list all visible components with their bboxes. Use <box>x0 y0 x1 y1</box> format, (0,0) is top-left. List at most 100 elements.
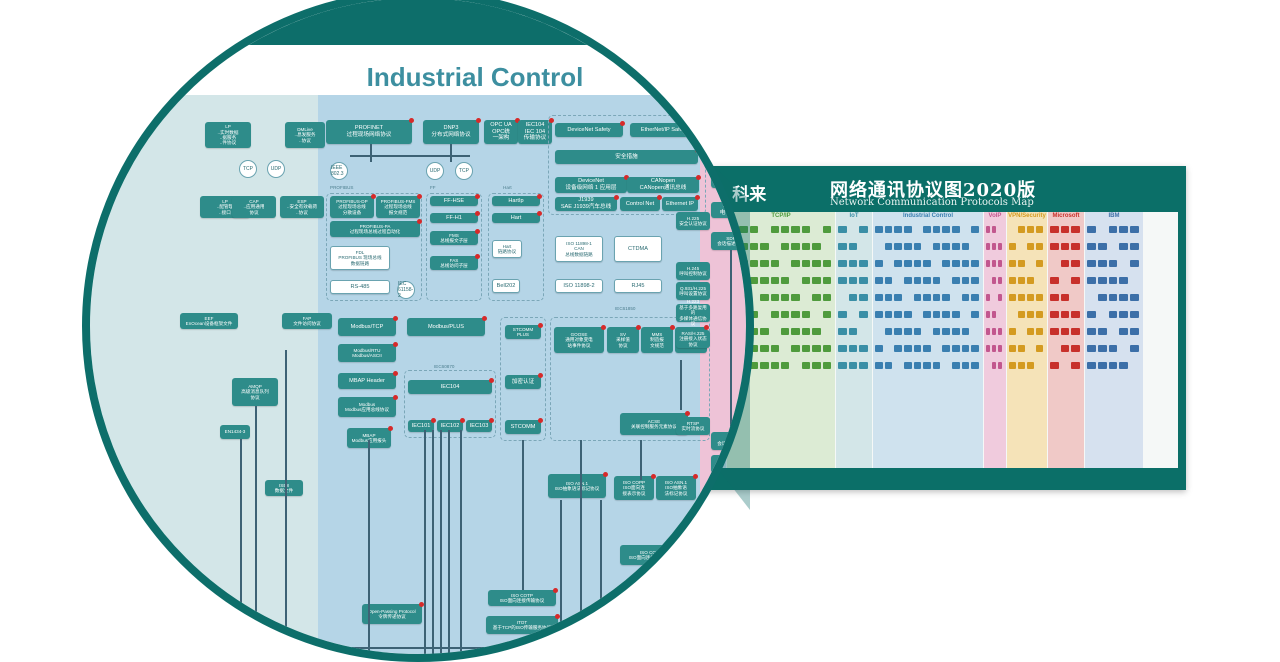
poster-protocol-block <box>884 328 893 335</box>
poster-protocol-block <box>913 294 922 301</box>
poster-protocol-block <box>1119 362 1129 369</box>
iso-transport-node: ISO传输协议 <box>585 614 635 624</box>
poster-protocol-block <box>822 226 831 233</box>
poster-protocol-block <box>1087 345 1096 352</box>
poster-protocol-block <box>770 260 779 267</box>
poster-protocol-block <box>812 277 821 284</box>
poster-protocol-block <box>781 311 790 318</box>
poster-protocol-block <box>1050 277 1059 284</box>
poster-protocol-block <box>1027 294 1034 301</box>
poster-protocol-block <box>812 345 821 352</box>
poster-protocol-block <box>848 362 858 369</box>
poster-protocol-block <box>875 311 883 318</box>
poster-protocol-block <box>971 362 979 369</box>
poster-protocol-block <box>1009 260 1016 267</box>
poster-protocol-block <box>1018 294 1025 301</box>
poster-protocol-block <box>903 345 912 352</box>
poster-protocol-block <box>848 243 858 250</box>
poster-protocol-block <box>1097 362 1107 369</box>
poster-protocol-block <box>884 277 893 284</box>
poster-protocol-block <box>986 260 990 267</box>
poster-protocol-block <box>781 243 790 250</box>
poster-protocol-block <box>923 311 931 318</box>
poster-protocol-block <box>801 362 811 369</box>
poster-protocol-block <box>913 328 922 335</box>
poster-protocol-block <box>760 294 769 301</box>
protocol-map-poster: ⌃科来 网络通讯协议图2020版 Network Communication P… <box>700 166 1186 490</box>
status-dot <box>679 543 684 548</box>
poster-protocol-block <box>1119 243 1129 250</box>
poster-protocol-block <box>894 294 902 301</box>
poster-protocol-block <box>952 226 960 233</box>
poster-protocol-block <box>1050 328 1059 335</box>
poster-protocol-block <box>1071 243 1080 250</box>
poster-protocol-block <box>1087 362 1096 369</box>
poster-protocol-block <box>1027 277 1034 284</box>
poster-protocol-block <box>791 328 800 335</box>
poster-protocol-block <box>859 311 868 318</box>
poster-protocol-block <box>791 243 800 250</box>
poster-protocol-block <box>1097 260 1107 267</box>
poster-protocol-block <box>812 243 821 250</box>
poster-protocol-block <box>923 226 931 233</box>
poster-protocol-block <box>1097 328 1107 335</box>
poster-protocol-block <box>1097 277 1107 284</box>
poster-protocol-block <box>884 243 893 250</box>
poster-protocol-block <box>1108 260 1118 267</box>
poster-protocol-block <box>859 294 868 301</box>
poster-protocol-block <box>971 311 979 318</box>
poster-protocol-block <box>770 311 779 318</box>
poster-protocol-block <box>875 226 883 233</box>
poster-protocol-block <box>1087 226 1096 233</box>
poster-protocol-block <box>875 345 883 352</box>
poster-protocol-block <box>1130 328 1139 335</box>
poster-protocol-block <box>1050 243 1059 250</box>
poster-protocol-block <box>760 260 769 267</box>
poster-protocol-block <box>1060 260 1070 267</box>
poster-protocol-block <box>812 294 821 301</box>
poster-protocol-block <box>848 277 858 284</box>
poster-category-label: TCP/IP <box>771 213 791 219</box>
poster-protocol-block <box>1050 362 1059 369</box>
poster-protocol-block <box>781 226 790 233</box>
poster-protocol-block <box>894 243 902 250</box>
poster-protocol-block <box>903 226 912 233</box>
poster-protocol-block <box>749 243 759 250</box>
poster-protocol-block <box>1130 226 1139 233</box>
poster-category-label: IoT <box>849 213 859 219</box>
poster-protocol-block <box>838 260 847 267</box>
poster-protocol-block <box>770 277 779 284</box>
poster-protocol-block <box>1036 345 1043 352</box>
poster-protocol-block <box>1071 362 1080 369</box>
poster-protocol-block <box>1108 277 1118 284</box>
poster-protocol-block <box>1036 226 1043 233</box>
poster-protocol-block <box>1130 311 1139 318</box>
poster-protocol-block <box>998 345 1002 352</box>
poster-category-label: VoIP <box>988 213 1002 219</box>
poster-protocol-block <box>992 362 996 369</box>
poster-protocol-block <box>801 311 811 318</box>
poster-protocol-block <box>932 277 941 284</box>
poster-protocol-block <box>848 260 858 267</box>
poster-category-label: VPN/Security <box>1008 213 1046 219</box>
poster-protocol-block <box>1060 226 1070 233</box>
poster-protocol-block <box>1087 277 1096 284</box>
poster-protocol-block <box>903 311 912 318</box>
poster-subtitle: Network Communication Protocols Map <box>830 197 1034 208</box>
poster-protocol-block <box>1060 328 1070 335</box>
poster-protocol-block <box>859 277 868 284</box>
poster-protocol-block <box>894 311 902 318</box>
poster-protocol-block <box>961 260 970 267</box>
connector-line <box>330 647 700 649</box>
poster-protocol-block <box>812 362 821 369</box>
poster-protocol-block <box>952 260 960 267</box>
poster-protocol-block <box>1119 328 1129 335</box>
poster-protocol-block <box>961 294 970 301</box>
poster-protocol-block <box>903 328 912 335</box>
poster-protocol-block <box>822 362 831 369</box>
poster-protocol-block <box>760 345 769 352</box>
poster-protocol-block <box>952 277 960 284</box>
poster-protocol-block <box>1050 311 1059 318</box>
poster-protocol-block <box>875 277 883 284</box>
